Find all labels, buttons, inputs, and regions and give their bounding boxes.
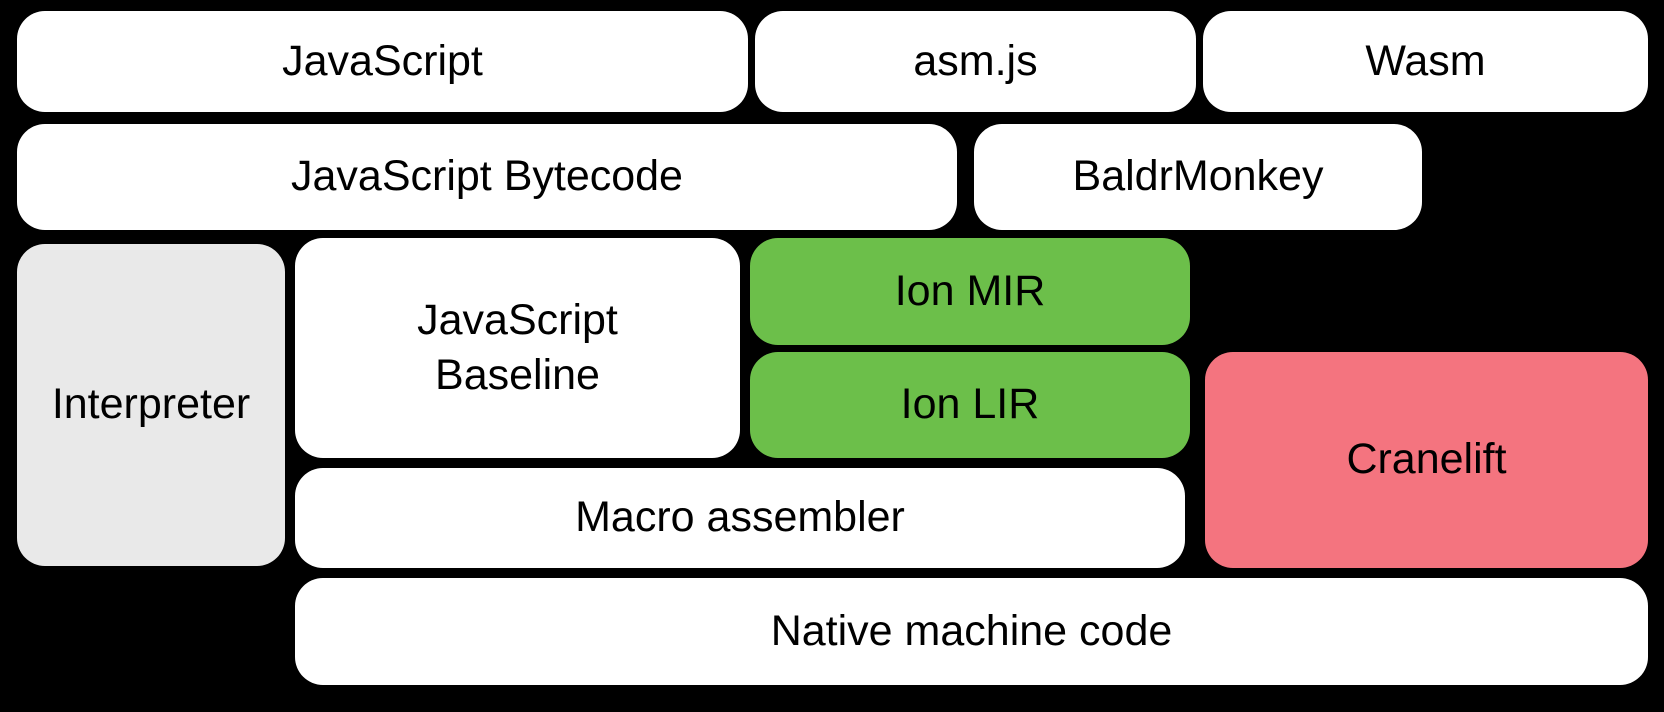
box-javascript-baseline-label: JavaScript Baseline xyxy=(417,295,618,399)
box-ion-lir: Ion LIR xyxy=(750,352,1190,458)
box-interpreter: Interpreter xyxy=(17,244,285,566)
box-asmjs: asm.js xyxy=(755,11,1196,112)
box-wasm-label: Wasm xyxy=(1365,36,1486,85)
box-ion-lir-label: Ion LIR xyxy=(900,380,1040,429)
box-native-machine-code: Native machine code xyxy=(295,578,1648,685)
box-javascript: JavaScript xyxy=(17,11,748,112)
box-ion-mir: Ion MIR xyxy=(750,238,1190,345)
box-javascript-label: JavaScript xyxy=(282,36,483,85)
box-macro-assembler: Macro assembler xyxy=(295,468,1185,568)
box-javascript-bytecode-label: JavaScript Bytecode xyxy=(291,152,683,201)
box-cranelift: Cranelift xyxy=(1205,352,1648,568)
box-baldrmonkey: BaldrMonkey xyxy=(974,124,1422,230)
box-asmjs-label: asm.js xyxy=(913,36,1038,85)
box-interpreter-label: Interpreter xyxy=(51,380,251,429)
box-native-machine-code-label: Native machine code xyxy=(770,606,1173,655)
box-cranelift-label: Cranelift xyxy=(1346,435,1507,484)
box-wasm: Wasm xyxy=(1203,11,1648,112)
box-macro-assembler-label: Macro assembler xyxy=(575,493,905,542)
box-ion-mir-label: Ion MIR xyxy=(894,266,1046,315)
box-javascript-bytecode: JavaScript Bytecode xyxy=(17,124,957,230)
box-baldrmonkey-label: BaldrMonkey xyxy=(1072,152,1324,201)
box-javascript-baseline: JavaScript Baseline xyxy=(295,238,740,458)
